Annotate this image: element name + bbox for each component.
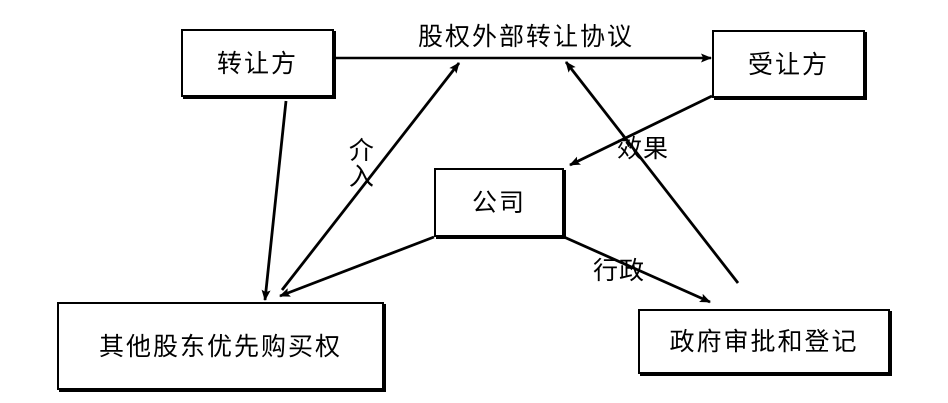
node-preemptive-right[interactable]: 其他股东优先购买权 [57, 302, 384, 390]
node-transferor[interactable]: 转让方 [181, 29, 334, 97]
edge-company-to-government [563, 235, 711, 304]
node-transferee-label: 受让方 [747, 49, 829, 79]
node-government[interactable]: 政府审批和登记 [638, 309, 890, 374]
edge-transferor-to-preemptive [261, 100, 288, 301]
node-company-label: 公司 [471, 188, 526, 217]
node-transferor-label: 转让方 [216, 48, 298, 78]
edge-label-administrative: 行政 [593, 256, 646, 285]
edge-label-intervene: 介入 [348, 136, 374, 192]
edge-label-effect: 效果 [617, 134, 670, 163]
edge-government-to-transferee [564, 61, 740, 284]
edge-company-to-preemptive [279, 235, 435, 298]
edge-preemptive-to-transferee [280, 62, 461, 291]
node-preemptive-right-label: 其他股东优先购买权 [98, 331, 342, 361]
edge-transferor-to-preemptive-line [185, 101, 289, 290]
edge-transferee-to-company [569, 94, 713, 167]
node-transferee[interactable]: 受让方 [712, 30, 865, 98]
node-company[interactable]: 公司 [434, 168, 564, 237]
edge-label-transfer-agreement: 股权外部转让协议 [418, 22, 635, 51]
node-government-label: 政府审批和登记 [669, 327, 859, 356]
